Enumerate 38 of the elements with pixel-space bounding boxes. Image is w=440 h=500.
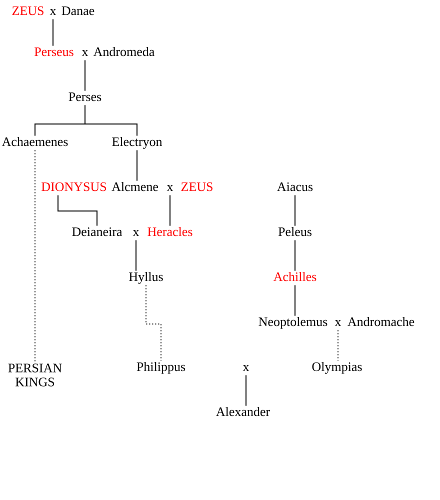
person-name: Achilles [273, 272, 316, 282]
marriage-mark: x [334, 320, 342, 326]
person-name: Peleus [278, 226, 312, 236]
marriage-mark: x [242, 365, 250, 371]
person-name: Aiacus [277, 182, 313, 192]
descent-line [294, 194, 296, 226]
person-name: Heracles [148, 226, 192, 236]
marriage-mark: x [132, 230, 140, 236]
descent-line [294, 284, 296, 316]
person-name: Philippus [136, 362, 186, 374]
marriage-mark: x [166, 185, 174, 191]
person-name: DIONYSUS [42, 182, 106, 192]
person-name: PERSIAN KINGS [8, 364, 62, 386]
descent-line [52, 18, 54, 46]
marriage-mark: x [50, 9, 56, 15]
descent-line [294, 240, 296, 272]
person-name: ZEUS [181, 182, 212, 192]
person-name: Olympias [312, 362, 362, 374]
descent-line [136, 150, 138, 182]
person-name: Andromache [348, 316, 414, 326]
person-name: Neoptolemus [258, 316, 328, 329]
person-name: Andromeda [93, 46, 155, 56]
descent-line [84, 60, 86, 92]
person-name: Danae [62, 6, 94, 16]
descent-line [58, 194, 98, 226]
person-name: Achaemenes [2, 136, 68, 146]
person-name: Alcmene [112, 182, 158, 192]
descent-line [146, 284, 162, 362]
person-name: Alexander [216, 406, 270, 416]
person-name: ZEUS [12, 6, 44, 16]
descent-line [34, 150, 36, 363]
person-name: Deianeira [72, 227, 122, 236]
descent-line [84, 104, 138, 136]
marriage-mark: x [82, 50, 88, 56]
person-name: Perses [68, 92, 102, 102]
person-name: Hyllus [129, 272, 163, 284]
person-name: Electryon [112, 136, 162, 149]
person-name: Perseus [34, 47, 74, 56]
